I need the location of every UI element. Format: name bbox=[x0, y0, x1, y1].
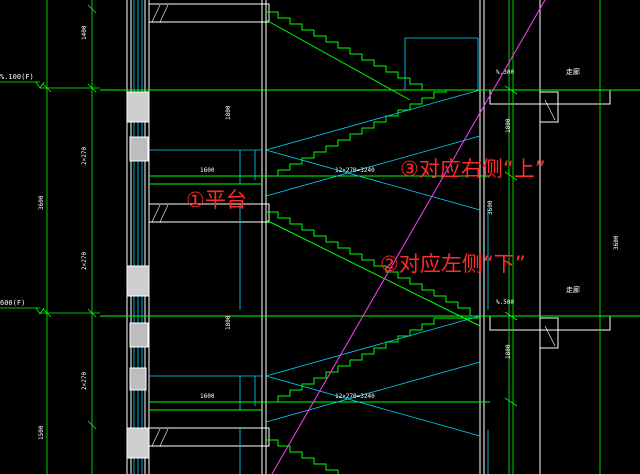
dim-text: 3600 bbox=[487, 200, 494, 215]
stair-flight-1 bbox=[265, 11, 423, 101]
dim-text: 12×270=3240 bbox=[335, 167, 375, 174]
dim-text: 2×270 bbox=[81, 372, 88, 390]
dim-text: 3600 bbox=[613, 235, 620, 250]
dim-text: 12×270=3240 bbox=[335, 393, 375, 400]
cyan-lines bbox=[149, 37, 489, 474]
stair-flight-5 bbox=[266, 439, 339, 474]
dim-text: 1800 bbox=[225, 315, 232, 330]
dim-text: 1800 bbox=[505, 344, 512, 359]
stair-flight-3 bbox=[265, 211, 481, 327]
wall-sections bbox=[126, 3, 611, 459]
callout-platform: ①平台 bbox=[186, 188, 247, 212]
stair-flight-4 bbox=[266, 317, 480, 403]
dim-text: 1600 bbox=[200, 393, 215, 400]
stair-flight-2 bbox=[266, 89, 480, 177]
dim-text: 1800 bbox=[505, 118, 512, 133]
left-dimension-chain bbox=[40, 0, 100, 474]
slab-hatching bbox=[151, 4, 556, 447]
dim-text: 1400 bbox=[81, 25, 88, 40]
callout-right-up: ③对应右侧“上” bbox=[400, 157, 546, 181]
dim-text: 1500 bbox=[38, 425, 45, 440]
elevation-label-upper: %.100(F) bbox=[0, 73, 34, 81]
dim-text: 2×270 bbox=[81, 147, 88, 165]
dim-text: 2×270 bbox=[81, 252, 88, 270]
corridor-label-lower: 走廊 bbox=[566, 285, 580, 294]
right-dimension-texts: 3600 1800 1800 %.300 %.500 3600 bbox=[487, 69, 620, 359]
dim-text: %.300 bbox=[496, 69, 514, 76]
wall-lines bbox=[126, 0, 541, 474]
window-columns bbox=[133, 0, 143, 474]
magenta-line bbox=[271, 0, 546, 474]
floor-lines bbox=[100, 89, 640, 411]
step-dimension-texts: 12×270=3240 12×270=3240 1600 1600 1800 1… bbox=[200, 105, 375, 400]
dim-text: %.500 bbox=[496, 299, 514, 306]
dim-text: 1800 bbox=[225, 105, 232, 120]
dim-text: 1600 bbox=[200, 167, 215, 174]
elevation-markers bbox=[0, 81, 45, 315]
left-dimension-texts: 1400 2×270 2×270 2×270 3600 1500 bbox=[38, 25, 88, 440]
elevation-label-lower: 600(F) bbox=[0, 299, 25, 307]
dim-text: 3600 bbox=[38, 195, 45, 210]
callout-left-down: ②对应左侧“下” bbox=[380, 252, 526, 276]
right-dimension-chain bbox=[504, 0, 601, 474]
corridor-label-upper: 走廊 bbox=[566, 67, 580, 76]
